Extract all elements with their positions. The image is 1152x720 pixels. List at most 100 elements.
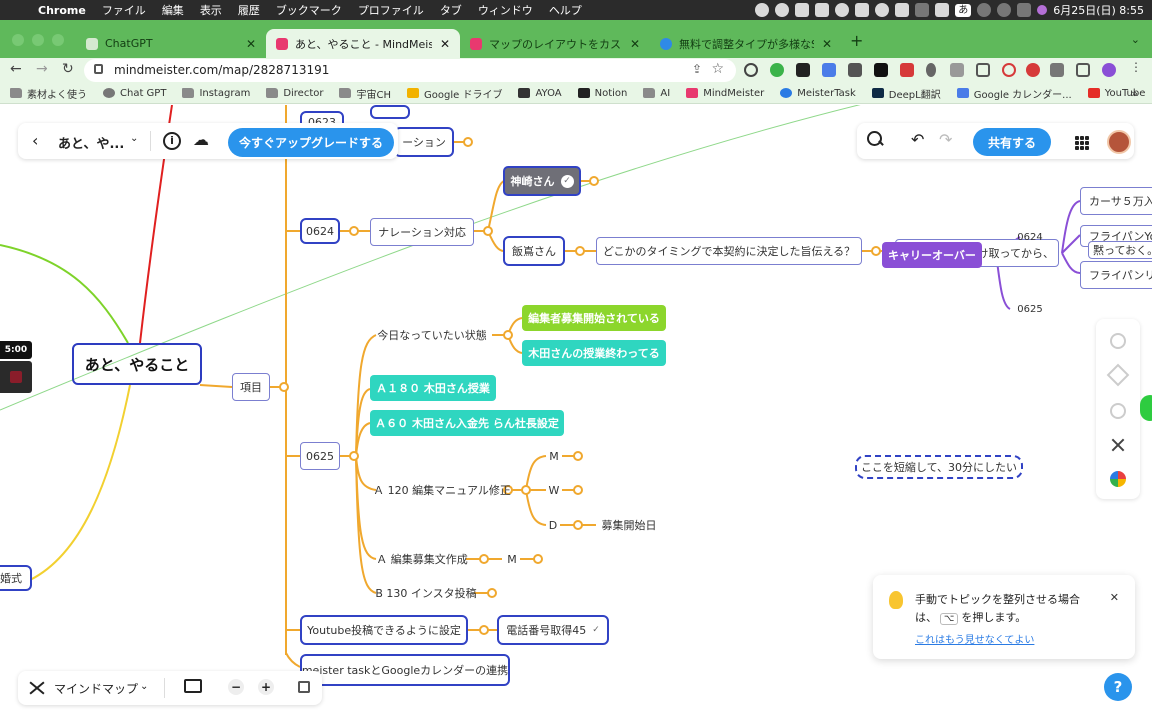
map-title[interactable]: あと、や... xyxy=(58,137,125,152)
zoom-in-button[interactable]: + xyxy=(258,679,274,695)
node-cut-left[interactable]: 婚式 xyxy=(0,565,32,591)
tab-chatgpt[interactable]: ChatGPT ✕ xyxy=(76,29,266,58)
node-kida-done[interactable]: 木田さんの授業終わってる xyxy=(522,340,666,366)
back-chevron-icon[interactable]: ‹ xyxy=(32,131,39,150)
node-phone[interactable]: 電話番号取得45 ✓ xyxy=(497,615,609,645)
node-kanzaki[interactable]: 神崎さん ✓ xyxy=(503,166,581,196)
close-window-button[interactable] xyxy=(12,34,24,46)
share-button[interactable]: 共有する xyxy=(973,128,1051,156)
bookmark-item[interactable]: MeisterTask xyxy=(780,88,856,99)
address-bar[interactable]: mindmeister.com/map/2828713191 ⇪ ☆ xyxy=(84,59,736,82)
node-b130[interactable]: B 130 インスタ投稿 xyxy=(375,587,477,600)
bookmark-item[interactable]: AYOA xyxy=(518,88,562,99)
clipboard-status-icon[interactable] xyxy=(795,3,810,17)
cloud-sync-icon[interactable]: ☁ xyxy=(193,130,209,149)
mindmap-structure-icon[interactable] xyxy=(1110,437,1126,453)
sync-status-icon[interactable] xyxy=(835,3,850,17)
redo-icon[interactable]: ↷ xyxy=(939,130,953,149)
tab-mindmeister[interactable]: あと、やること - MindMeister マインド ✕ xyxy=(266,29,460,58)
extensions-puzzle-icon[interactable] xyxy=(1050,63,1064,77)
menubar-clock[interactable]: 6月25日(日) 8:55 xyxy=(1053,4,1144,17)
mindmap-mode-icon[interactable] xyxy=(28,680,46,696)
input-method-indicator[interactable]: あ xyxy=(955,3,972,17)
side-extension-tab[interactable] xyxy=(1140,395,1152,421)
node-timing[interactable]: どこかのタイミングで本契約に決定した旨伝える？ xyxy=(596,237,862,265)
node-m2[interactable]: M xyxy=(507,552,517,566)
zoom-out-button[interactable]: − xyxy=(228,679,244,695)
node-m[interactable]: M xyxy=(549,449,559,463)
p-status-icon[interactable] xyxy=(815,3,830,17)
bookmark-item[interactable]: YouTube xyxy=(1087,88,1145,99)
extension-mic-icon[interactable] xyxy=(926,63,936,77)
search-icon[interactable] xyxy=(867,131,883,147)
stop-recording-button[interactable] xyxy=(0,361,32,393)
node-a60[interactable]: Ａ６０ 木田さん入金先 らん社長設定 xyxy=(370,410,564,436)
upgrade-button[interactable]: 今すぐアップグレードする xyxy=(228,128,394,157)
bookmark-star-icon[interactable]: ☆ xyxy=(711,61,724,77)
tab-search-chevron-icon[interactable]: ⌄ xyxy=(1130,33,1140,46)
close-tab-icon[interactable]: ✕ xyxy=(629,36,640,51)
node-a180[interactable]: Ａ１８０ 木田さん授業 xyxy=(370,375,496,401)
node-a-edit[interactable]: Ａ 編集募集文作成 xyxy=(376,553,468,566)
menu-profile[interactable]: プロファイル xyxy=(357,4,424,17)
bookmark-item[interactable]: Chat GPT xyxy=(103,88,166,99)
info-status-icon[interactable] xyxy=(875,3,890,17)
battery-status-icon[interactable] xyxy=(935,3,950,17)
bookmark-folder[interactable]: Director xyxy=(266,88,323,99)
undo-icon[interactable]: ↶ xyxy=(911,130,925,149)
chevron-down-icon[interactable]: ⌄ xyxy=(140,681,149,692)
close-tab-icon[interactable]: ✕ xyxy=(439,36,450,51)
menu-help[interactable]: ヘルプ xyxy=(548,4,582,17)
bookmark-item[interactable]: MindMeister xyxy=(686,88,764,99)
bookmark-item[interactable]: DeepL翻訳 xyxy=(871,86,941,101)
presentation-icon[interactable] xyxy=(184,679,202,693)
back-arrow-icon[interactable]: ← xyxy=(10,61,22,77)
node-editor-recruit[interactable]: 編集者募集開始されている xyxy=(522,305,666,331)
style-icon[interactable] xyxy=(1106,363,1130,387)
browser-menu-icon[interactable]: ⋮ xyxy=(1130,60,1142,74)
close-icon[interactable]: ✕ xyxy=(1109,591,1119,604)
screen-status-icon[interactable] xyxy=(895,3,910,17)
view-mode-label[interactable]: マインドマップ xyxy=(54,682,139,696)
close-tab-icon[interactable]: ✕ xyxy=(245,36,256,51)
bookmark-folder[interactable]: 素材よく使う xyxy=(10,86,87,101)
bookmark-folder[interactable]: Instagram xyxy=(182,88,250,99)
drive-status-icon[interactable] xyxy=(855,3,870,17)
node-narration-cut[interactable]: ーション xyxy=(394,127,454,157)
node-recruit-start[interactable]: 募集開始日 xyxy=(601,519,657,532)
extension-translate-icon[interactable] xyxy=(822,63,836,77)
chevron-down-icon[interactable]: ⌄ xyxy=(130,133,139,144)
node-carry-over[interactable]: キャリーオーバー xyxy=(882,242,982,268)
tab-spir[interactable]: 無料で調整タイプが多様なSpir ✕ xyxy=(650,29,842,58)
menu-app-name[interactable]: Chrome xyxy=(38,3,86,17)
clock-icon[interactable] xyxy=(997,3,1012,17)
reload-icon[interactable]: ↻ xyxy=(62,61,74,77)
apps-grid-icon[interactable] xyxy=(1075,136,1089,150)
d-status-icon[interactable] xyxy=(775,3,790,17)
node-iijima[interactable]: 飯嶌さん xyxy=(503,236,565,266)
bookmarks-overflow-icon[interactable]: » xyxy=(1131,87,1138,100)
new-tab-plus-icon[interactable]: + xyxy=(850,31,864,50)
node-a120[interactable]: Ａ 120 編集マニュアル修正 xyxy=(373,484,511,497)
siri-icon[interactable] xyxy=(1037,5,1048,15)
emoji-icon[interactable] xyxy=(1110,403,1126,419)
tab-layout-help[interactable]: マップのレイアウトをカスタマイズ ✕ xyxy=(460,29,650,58)
mindmap-canvas[interactable]: 5:00 0623 ーション 神崎さん ✓ 0624 ナレーション対応 飯嶌さん… xyxy=(0,105,1152,720)
bookmark-item[interactable]: Google ドライブ xyxy=(407,86,502,101)
node-meister-calendar[interactable]: meister taskとGoogleカレンダーの連携 xyxy=(300,654,510,686)
menu-window[interactable]: ウィンドウ xyxy=(477,4,533,17)
bookmark-folder[interactable]: 宇宙CH xyxy=(339,86,391,101)
extension-green-icon[interactable] xyxy=(770,63,784,77)
minimize-window-button[interactable] xyxy=(32,34,44,46)
extension-clock-icon[interactable] xyxy=(744,63,758,77)
profile-icon[interactable] xyxy=(1102,63,1116,77)
node-0625[interactable]: 0625 xyxy=(300,442,340,470)
extension-edit-icon[interactable] xyxy=(848,63,862,77)
node-today-state[interactable]: 今日なっていたい状態 xyxy=(377,329,487,342)
bookmark-folder[interactable]: AI xyxy=(643,88,670,99)
menu-file[interactable]: ファイル xyxy=(101,4,146,17)
extension-p-icon[interactable] xyxy=(874,63,888,77)
menu-tab[interactable]: タブ xyxy=(439,4,462,17)
info-icon[interactable]: i xyxy=(163,132,181,150)
forward-arrow-icon[interactable]: → xyxy=(36,61,48,77)
